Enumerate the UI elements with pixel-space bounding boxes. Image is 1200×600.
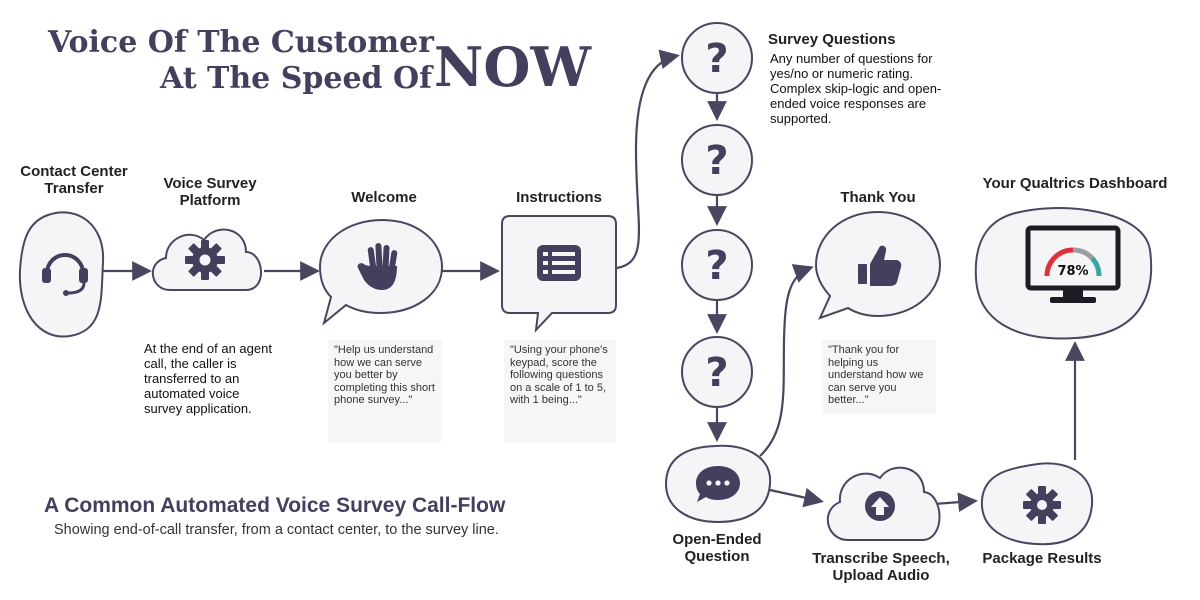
waving-hand-icon [357, 243, 398, 290]
arrow-instructions-to-questions [616, 49, 680, 270]
transcribe-label: Transcribe Speech, Upload Audio [812, 550, 950, 584]
instructions-quote: "Using your phone's keypad, score the fo… [504, 340, 616, 442]
platform-node [151, 228, 262, 291]
question-node-4: ? [681, 336, 753, 408]
question-node-1: ? [681, 22, 753, 94]
dashboard-label: Your Qualtrics Dashboard [982, 175, 1168, 192]
dashboard-node: 78% [974, 207, 1153, 340]
footer-subtitle: Showing end-of-call transfer, from a con… [54, 522, 499, 538]
survey-questions-description: Any number of questions for yes/no or nu… [770, 51, 942, 126]
open-ended-node [664, 444, 772, 524]
welcome-quote: "Help us understand how we can serve you… [328, 340, 442, 442]
thank-you-node [814, 210, 942, 320]
question-node-2: ? [681, 124, 753, 196]
question-icon: ? [705, 350, 728, 396]
question-icon: ? [705, 243, 728, 289]
flow-arrows [102, 49, 1085, 513]
header-line2: At The Speed Of [160, 61, 432, 96]
gear-icon [1023, 486, 1061, 524]
instructions-label: Instructions [516, 189, 602, 206]
survey-questions-label: Survey Questions [768, 31, 896, 48]
monitor-gauge-icon: 78% [1025, 225, 1121, 303]
arrow-open-to-transcribe [769, 487, 824, 508]
platform-label: Voice Survey Platform [163, 175, 257, 209]
contact-center-description: At the end of an agent call, the caller … [144, 341, 272, 416]
header-line1: Voice Of The Customer [48, 25, 434, 60]
thank-you-label: Thank You [840, 189, 916, 206]
package-node [980, 462, 1094, 546]
thumbs-up-icon [858, 245, 902, 286]
gauge-value: 78% [1057, 264, 1088, 279]
header-emphasis: NOW [434, 35, 592, 99]
transcribe-node [826, 466, 941, 541]
question-icon: ? [705, 36, 728, 82]
list-icon [537, 245, 581, 281]
contact-center-label: Contact Center Transfer [20, 163, 128, 197]
question-node-3: ? [681, 229, 753, 301]
package-label: Package Results [982, 550, 1102, 567]
open-ended-label: Open-Ended Question [672, 531, 762, 565]
welcome-label: Welcome [351, 189, 417, 206]
gear-icon [185, 240, 225, 280]
question-icon: ? [705, 138, 728, 184]
arrow-open-to-thankyou [759, 264, 814, 457]
thank-you-quote: "Thank you for helping us understand how… [822, 340, 936, 414]
arrow-transcribe-to-package [933, 492, 978, 513]
contact-center-node [18, 211, 105, 338]
instructions-node [501, 215, 617, 333]
welcome-node [318, 218, 444, 326]
headset-icon [42, 253, 88, 296]
upload-icon [865, 491, 895, 521]
footer-title: A Common Automated Voice Survey Call-Flo… [44, 494, 506, 517]
speech-dots-icon [696, 466, 740, 502]
